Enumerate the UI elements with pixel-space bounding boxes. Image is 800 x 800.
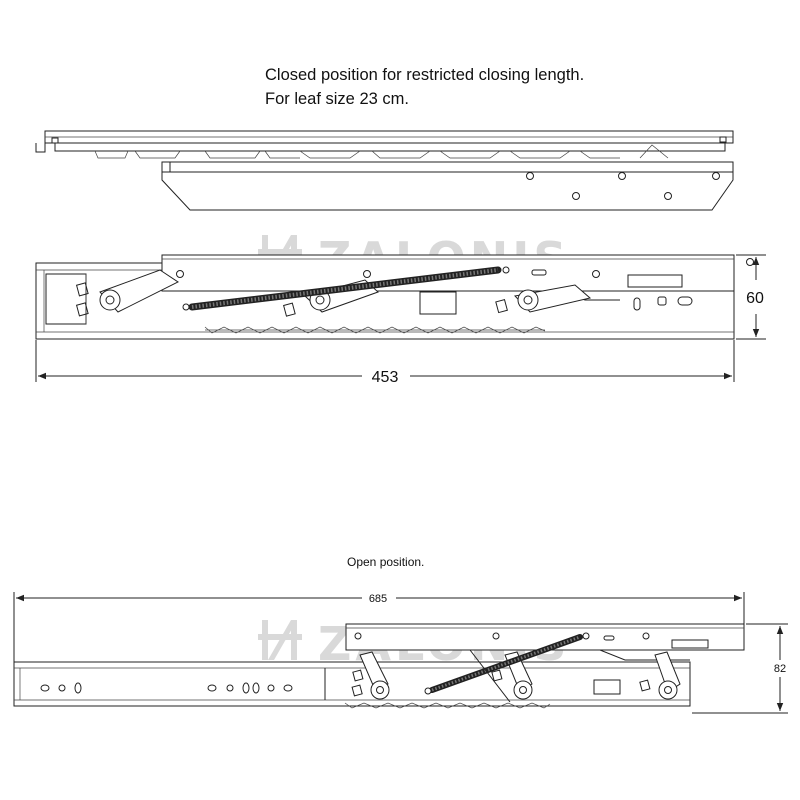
open-height-dimension: 82 [692,623,788,714]
closed-caption-line2: For leaf size 23 cm. [265,90,409,108]
roller-chain [204,326,546,334]
closed-height-dimension: 60 [736,254,766,340]
roller-chain-open [344,702,551,709]
hinge-arm-right [514,284,592,313]
mounting-body [161,161,734,211]
tension-spring [182,266,510,311]
end-cap [35,143,46,153]
tension-spring-open [424,632,590,695]
open-width-dimension: 685 [13,592,745,662]
base-channel-open [13,661,691,707]
hinge-arm-open-left [359,651,390,700]
open-caption: Open position. [347,555,425,569]
open-side-view [13,623,745,709]
hinge-arm-open-right [654,651,681,700]
hinge-arm-left [99,269,179,313]
closed-side-view [35,254,754,340]
dimension-label-685: 685 [369,593,387,605]
zalonis-logo-icon [258,620,302,660]
dimension-label-82: 82 [774,663,786,675]
hinge-teeth-top [94,144,669,159]
closed-top-view [35,130,734,211]
dimension-label-60: 60 [746,290,764,307]
closed-caption-line1: Closed position for restricted closing l… [265,66,585,84]
slot [627,274,683,288]
closed-width-dimension: 453 [35,340,735,386]
dimension-label-453: 453 [372,369,399,386]
